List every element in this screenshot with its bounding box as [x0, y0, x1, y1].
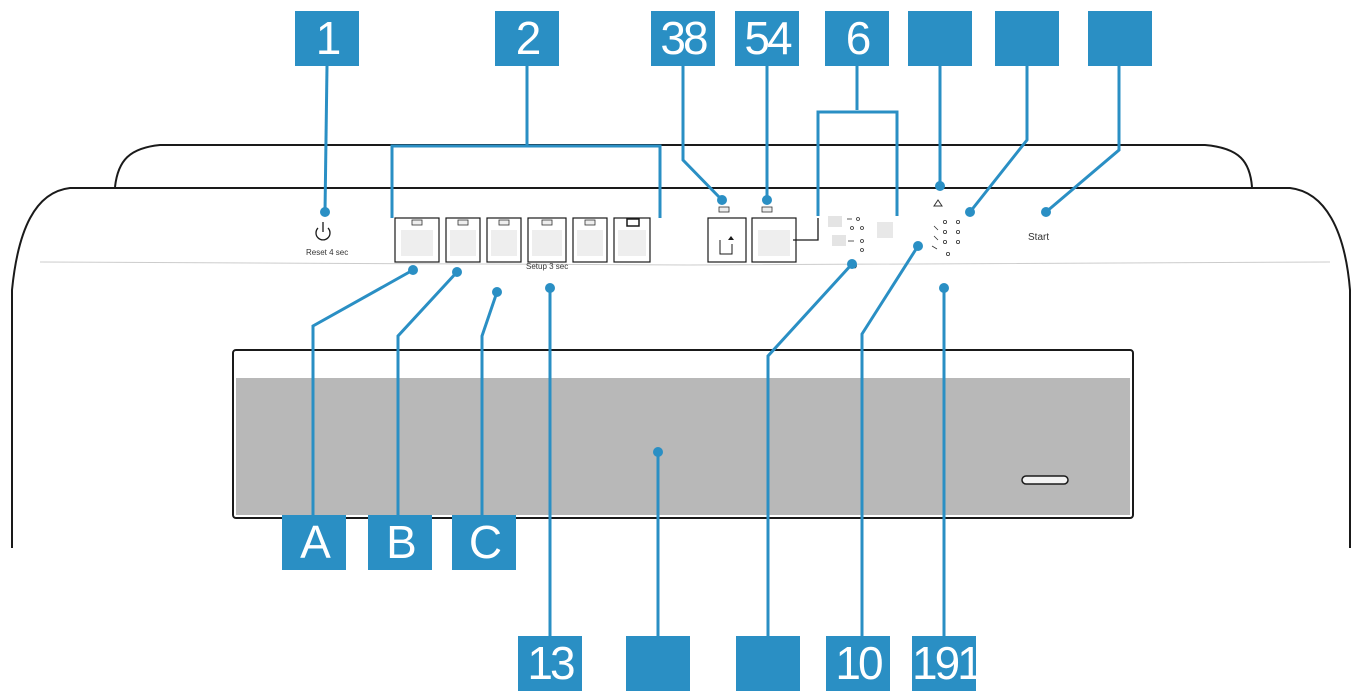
callout-label-14: [626, 636, 690, 691]
option-button-3[interactable]: [707, 206, 747, 263]
callout-label-6: 6: [845, 12, 872, 64]
leader-dot-c: [492, 287, 502, 297]
callout-label-12: [736, 636, 800, 691]
callout-label-11: 191: [912, 637, 983, 689]
leader-dot-9: [1041, 207, 1051, 217]
callout-box-6: [825, 11, 889, 66]
leader-dot-11: [939, 283, 949, 293]
callout-label-10: 10: [835, 637, 883, 689]
callout-label-3: 38: [660, 12, 708, 64]
leader-dot-1: [320, 207, 330, 217]
leader-8: [968, 66, 1029, 213]
callout-box-b: [368, 515, 432, 570]
indicator-panel: [828, 216, 893, 252]
program-indicator-3: [498, 219, 510, 226]
callout-box-4: [735, 11, 799, 66]
callout-box-9: [1088, 11, 1152, 66]
leader-dot-a: [408, 265, 418, 275]
program-button-face-3: [491, 230, 517, 256]
program-indicator-5: [584, 219, 596, 226]
leader-9: [1045, 66, 1121, 214]
program-button-face-4: [532, 230, 562, 256]
callout-label-1: 1: [315, 12, 342, 64]
callout-label-c: C: [468, 516, 502, 568]
hold-label: Setup 3 sec: [526, 262, 569, 271]
callout-box-13: [518, 636, 582, 691]
leader-lines: [311, 65, 1121, 636]
callout-label-7: [908, 11, 972, 66]
leader-dot-10: [913, 241, 923, 251]
leader-dot-13: [545, 283, 555, 293]
leader-dot-3: [717, 195, 727, 205]
power-button-label: Reset 4 sec: [306, 248, 349, 257]
callout-box-8: [995, 11, 1059, 66]
start-button[interactable]: Start: [1028, 232, 1050, 243]
program-indicator-2: [457, 219, 469, 226]
program-indicator-1: [411, 219, 423, 226]
callout-label-2: 2: [515, 12, 542, 64]
callout-box-7: [908, 11, 972, 66]
callout-box-12: [736, 636, 800, 691]
callout-box-1: [295, 11, 359, 66]
callout-label-8: [995, 11, 1059, 66]
door-handle-slot: [1021, 475, 1069, 485]
callout-label-13: 13: [527, 637, 575, 689]
program-button-face-6: [618, 230, 646, 256]
leader-dot-8: [965, 207, 975, 217]
callout-boxes: [282, 11, 1152, 691]
leader-2-bracket: [390, 144, 662, 218]
callout-box-3: [651, 11, 715, 66]
callout-label-4: 54: [744, 12, 792, 64]
callout-label-b: B: [386, 516, 417, 568]
power-icon: [315, 222, 331, 241]
leader-dot-7: [935, 181, 945, 191]
leader-a: [311, 268, 414, 515]
panel-separator-mark: [793, 218, 819, 241]
callout-label-a: A: [300, 516, 331, 568]
leader-dot-14: [653, 447, 663, 457]
leader-b: [396, 270, 459, 515]
leader-c: [480, 291, 499, 515]
status-indicators: [931, 199, 961, 256]
callout-box-c: [452, 515, 516, 570]
program-indicator-4: [541, 219, 553, 226]
program-button-face-5: [577, 230, 603, 256]
callout-box-2: [495, 11, 559, 66]
leader-dot-4: [762, 195, 772, 205]
program-button-group[interactable]: [394, 217, 651, 263]
leader-6-bracket: [816, 110, 899, 216]
callout-box-10: [826, 636, 890, 691]
callout-box-14: [626, 636, 690, 691]
leader-3: [681, 66, 724, 202]
program-indicator-6: [626, 218, 640, 227]
leader-10: [860, 245, 920, 636]
program-button-face-2: [450, 230, 476, 256]
program-button-face-1: [401, 230, 433, 256]
callout-label-9: [1088, 11, 1152, 66]
callout-box-a: [282, 515, 346, 570]
leader-end-dots: [320, 181, 1051, 457]
leader-12: [766, 262, 854, 636]
leader-1: [323, 65, 329, 213]
leader-dot-b: [452, 267, 462, 277]
display-window: [236, 378, 1130, 515]
callout-box-11: [912, 636, 976, 691]
leader-dot-12: [847, 259, 857, 269]
